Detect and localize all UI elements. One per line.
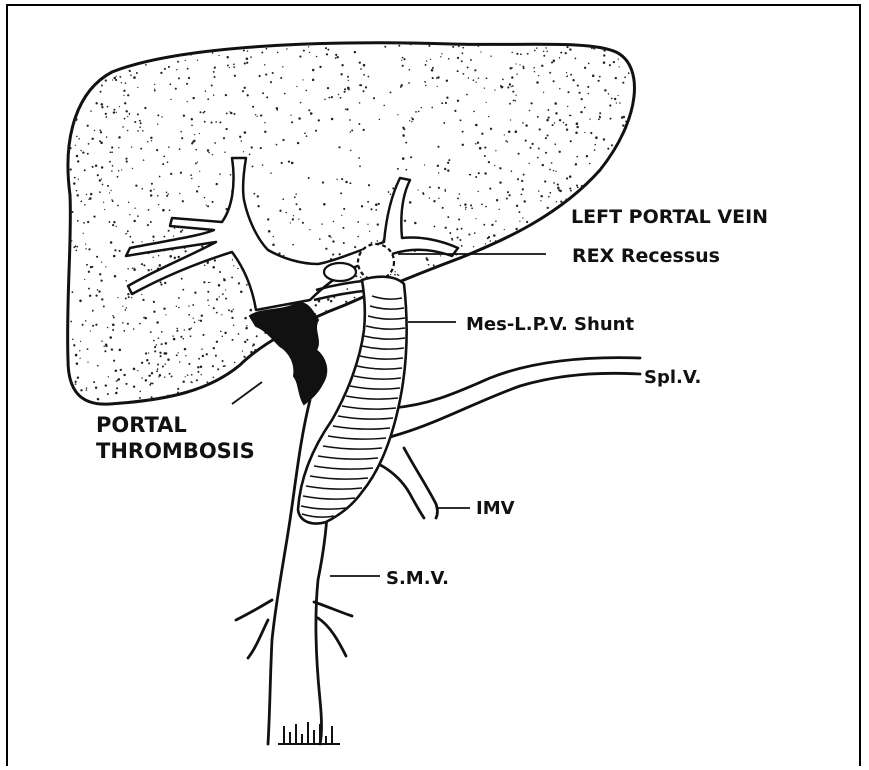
- imv-label: IMV: [476, 498, 515, 519]
- portal-trunk: [236, 358, 640, 744]
- left-portal-vein-label: LEFT PORTAL VEIN: [571, 206, 768, 228]
- smv-label: S.M.V.: [386, 568, 449, 589]
- rex-recessus-label: REX Recessus: [572, 245, 720, 267]
- vessel-roots: [278, 722, 340, 744]
- thrombosis-label: THROMBOSIS: [96, 439, 255, 463]
- shunt-label: Mes-L.P.V. Shunt: [466, 314, 634, 335]
- liver-outline: [68, 43, 635, 404]
- rex-recessus-circle: [358, 244, 394, 280]
- portal-label: PORTAL: [96, 413, 187, 437]
- left-portal-vein-cap: [324, 263, 356, 281]
- splenic-vein-label: Spl.V.: [644, 367, 701, 388]
- portal-thrombus: [250, 303, 326, 404]
